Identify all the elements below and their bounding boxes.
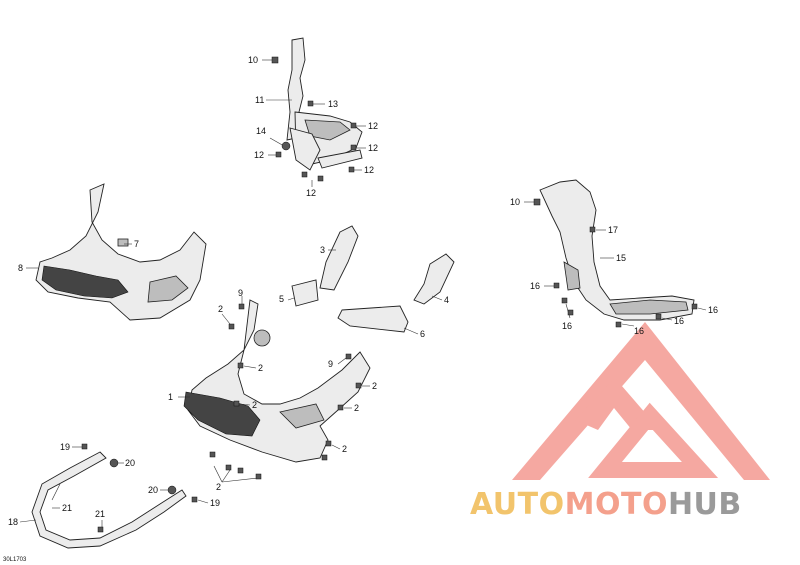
bumper-bar: [31, 451, 187, 549]
callout-2-d: 2: [372, 381, 377, 391]
callout-7: 7: [134, 239, 139, 249]
watermark-logo: [512, 322, 770, 480]
callout-2-f: 2: [342, 444, 347, 454]
callout-18: 18: [8, 517, 18, 527]
callout-6: 6: [420, 329, 425, 339]
callout-16-b: 16: [562, 321, 572, 331]
callout-9-left: 9: [238, 288, 243, 298]
part-4-panel: [413, 253, 455, 305]
callout-10-top: 10: [248, 55, 258, 65]
callout-21-a: 21: [62, 503, 72, 513]
right-bracket-assembly: [539, 179, 695, 321]
watermark-hub: HUB: [668, 487, 742, 522]
part-5-panel: [291, 279, 319, 307]
callout-10-right: 10: [510, 197, 520, 207]
callout-19-a: 19: [60, 442, 70, 452]
callout-12-e: 12: [306, 188, 316, 198]
callout-16-a: 16: [530, 281, 540, 291]
callout-2-g: 2: [216, 482, 221, 492]
callout-16-d: 16: [674, 316, 684, 326]
callout-20-a: 20: [125, 458, 135, 468]
callout-13: 13: [328, 99, 338, 109]
part-3-panel: [319, 225, 359, 291]
callout-14: 14: [256, 126, 266, 136]
callout-2-c: 2: [252, 400, 257, 410]
callout-5: 5: [279, 294, 284, 304]
callout-21-b: 21: [95, 509, 105, 519]
callout-16-e: 16: [708, 305, 718, 315]
callout-12-d: 12: [364, 165, 374, 175]
callout-2-a: 2: [218, 304, 223, 314]
callout-12-c: 12: [368, 143, 378, 153]
callout-20-b: 20: [148, 485, 158, 495]
callout-19-b: 19: [210, 498, 220, 508]
watermark-auto: AUTO: [470, 487, 565, 522]
callout-11: 11: [255, 95, 264, 105]
callout-16-c: 16: [634, 326, 644, 336]
callout-4: 4: [444, 295, 449, 305]
front-bumper-assembly: [183, 299, 371, 463]
diagram-code: 30L1703: [3, 557, 27, 563]
callout-3: 3: [320, 245, 325, 255]
callout-15: 15: [616, 253, 626, 263]
callout-2-e: 2: [354, 403, 359, 413]
callout-8: 8: [18, 263, 23, 273]
callout-12-b: 12: [368, 121, 378, 131]
callout-9-right: 9: [328, 359, 333, 369]
part-7-clip: [117, 238, 129, 247]
watermark-text: AUTOMOTOHUB: [470, 487, 742, 522]
callout-17: 17: [608, 225, 618, 235]
callout-12-a: 12: [254, 150, 264, 160]
watermark-moto: MOTO: [565, 487, 668, 522]
callout-2-b: 2: [258, 363, 263, 373]
upper-front-panel: [35, 183, 207, 321]
callout-1: 1: [168, 392, 173, 402]
part-6-panel: [337, 305, 409, 333]
